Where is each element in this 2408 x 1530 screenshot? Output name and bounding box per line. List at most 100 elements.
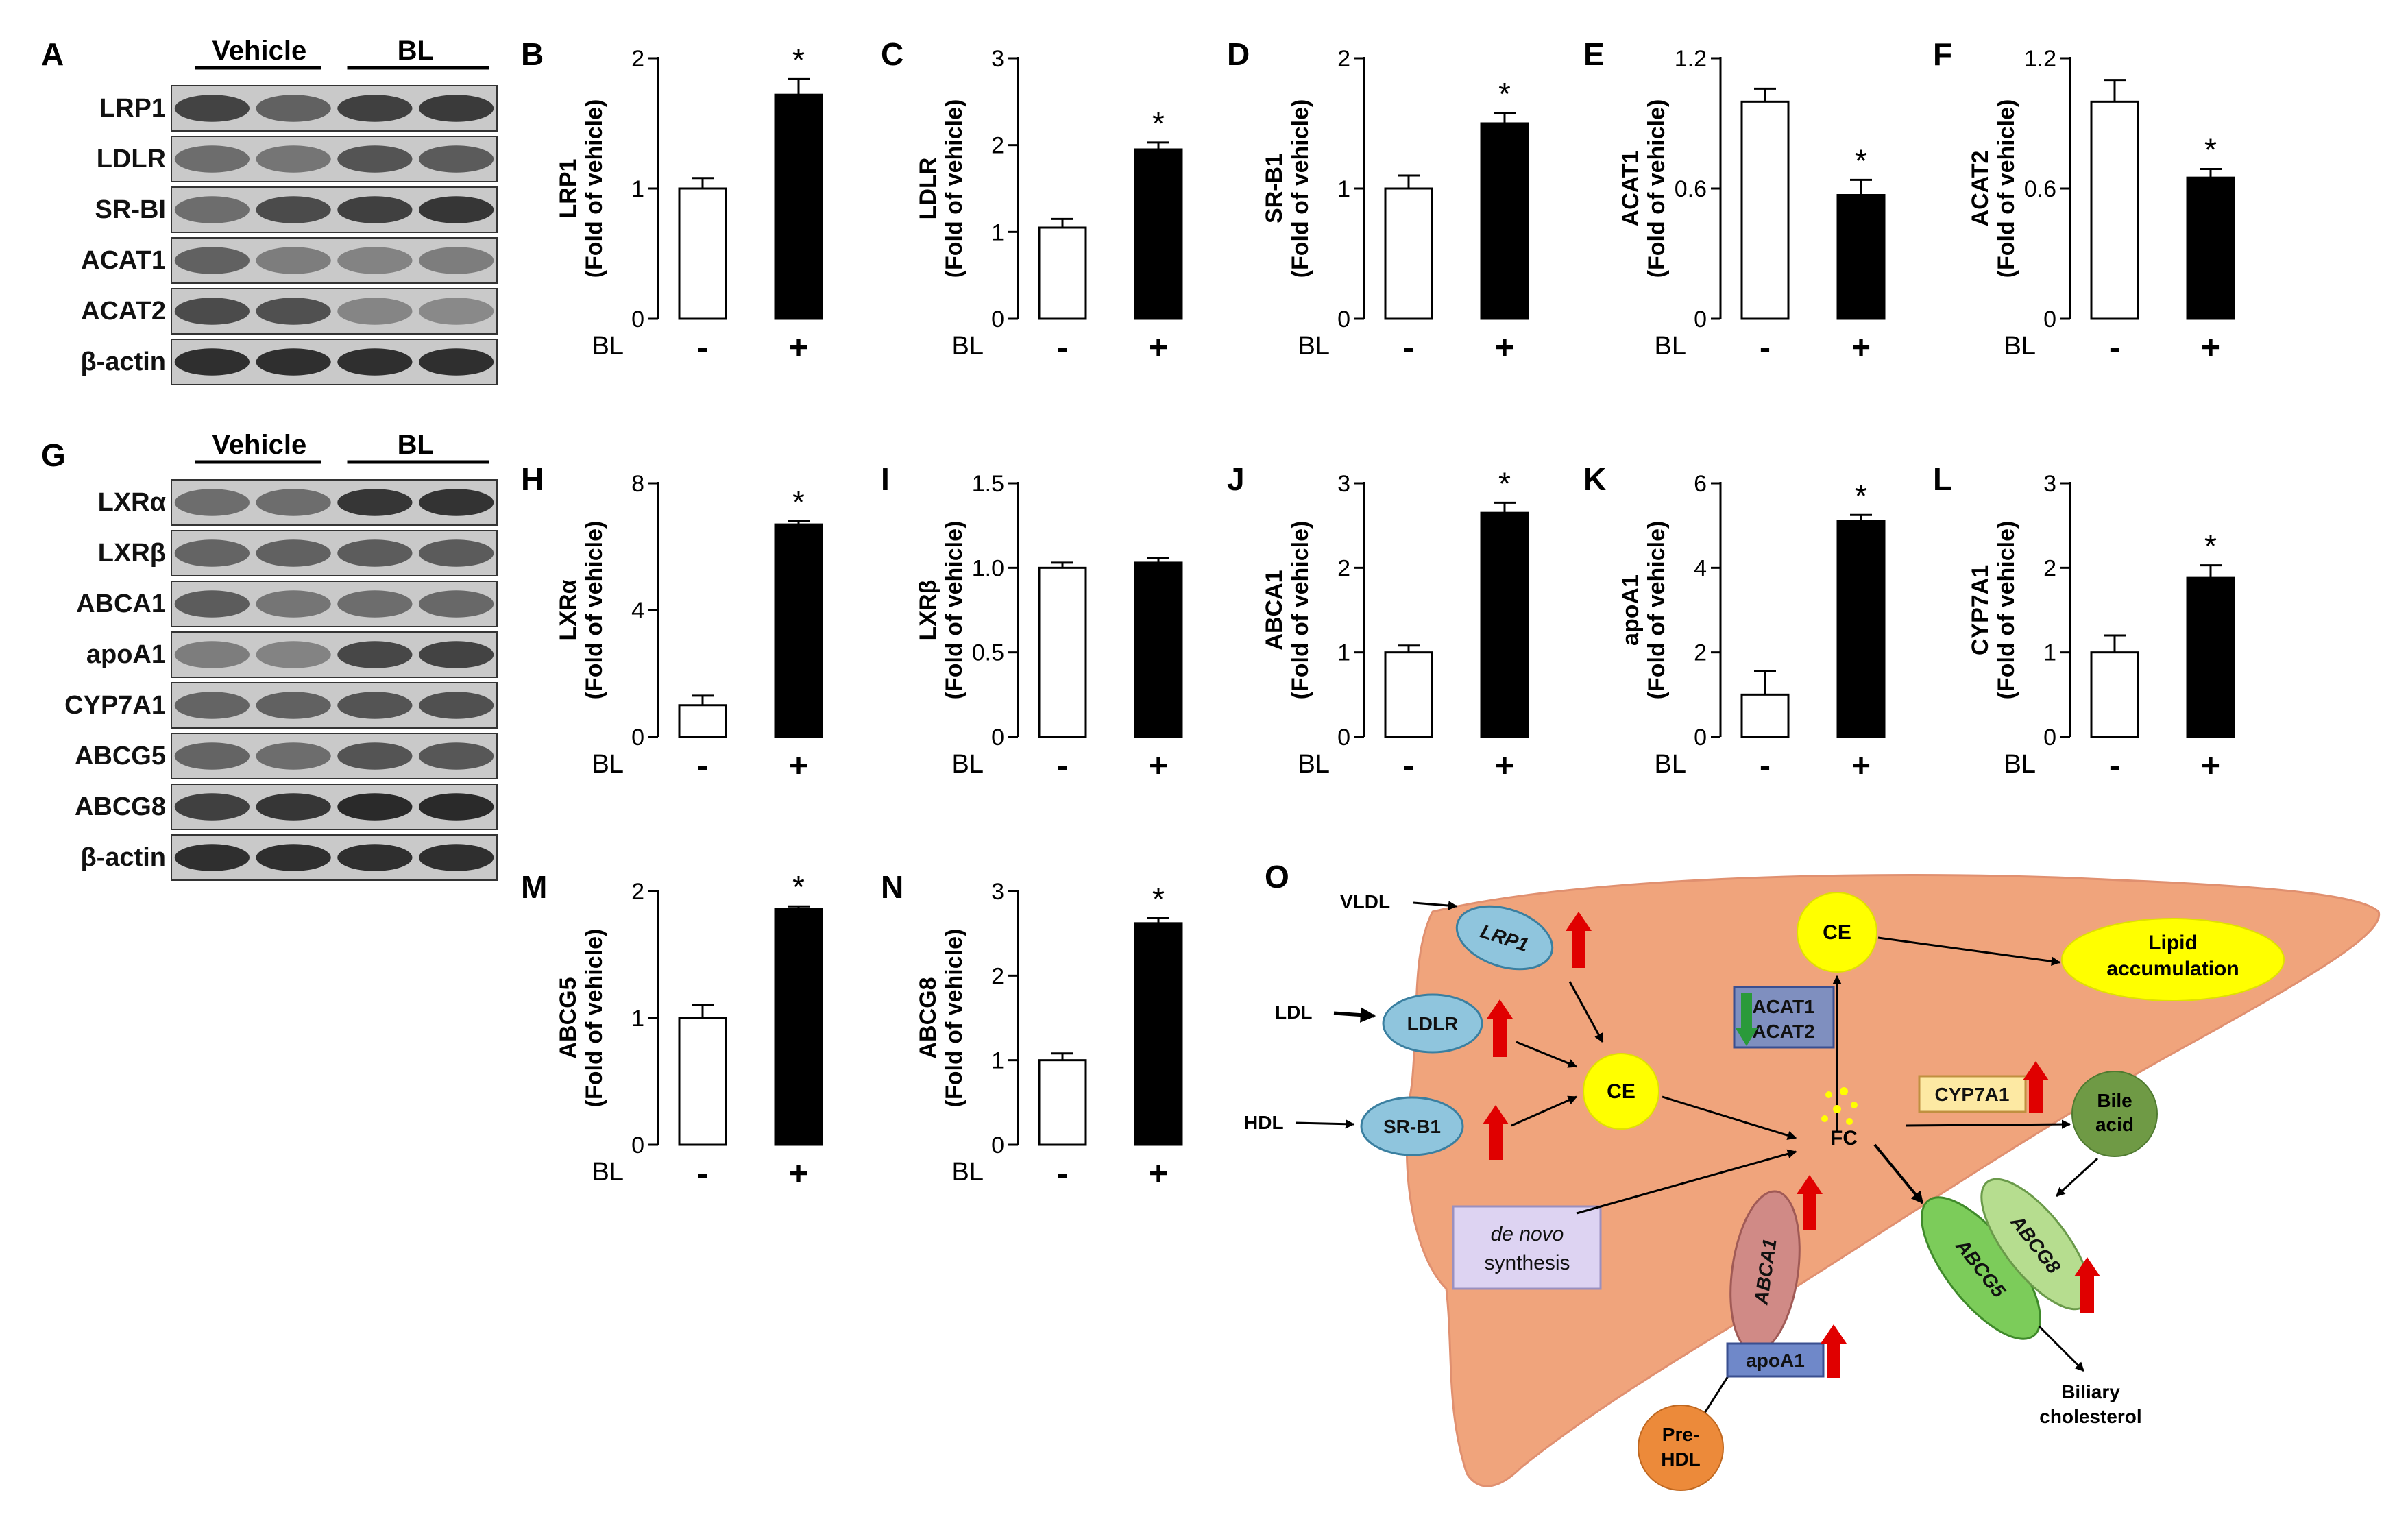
y-axis-label-units: (Fold of vehicle): [1993, 99, 2019, 278]
blot-band: [174, 844, 250, 871]
chart-panel-d: DSR-B1(Fold of vehicle)012-*+BL: [1227, 36, 1529, 366]
arrow-ldlr-ce: [1516, 1041, 1578, 1068]
panel-letter-n: N: [881, 869, 903, 905]
blot-row: LDLR: [97, 136, 498, 182]
y-tick-label: 0.5: [972, 640, 1004, 666]
y-tick-label: 1: [631, 1006, 644, 1032]
biliary-line2: cholesterol: [2039, 1406, 2141, 1427]
fc-droplets: [1821, 1087, 1858, 1125]
blot-row: ABCG5: [75, 733, 498, 779]
blot-row: CYP7A1: [64, 682, 498, 729]
y-axis-label-units: (Fold of vehicle): [1287, 99, 1313, 278]
blot-band: [174, 348, 250, 376]
y-axis-label: SR-B1: [1261, 154, 1287, 223]
y-axis-label-units: (Fold of vehicle): [581, 99, 607, 278]
y-axis-label-units: (Fold of vehicle): [1644, 521, 1670, 700]
significance-star: *: [2204, 529, 2217, 564]
y-axis-label: LXRα: [555, 579, 581, 640]
x-category-label: +: [1495, 330, 1514, 366]
blot-row: β-actin: [80, 834, 498, 881]
blot-band: [174, 742, 250, 770]
blot-band: [337, 641, 413, 668]
significance-star: *: [792, 869, 805, 905]
blot-row-label: ABCG8: [75, 792, 166, 821]
cyp7a1-box: [1918, 1075, 2027, 1113]
bar: [1836, 194, 1886, 320]
y-tick-label: 2: [991, 963, 1004, 989]
y-axis-label: apoA1: [1618, 574, 1644, 646]
x-category-label: +: [789, 748, 808, 784]
x-category-label: -: [697, 748, 708, 784]
blot-band: [337, 247, 413, 274]
blot-band: [419, 247, 494, 274]
blot-band: [337, 489, 413, 516]
arrow-lrp1-ce: [1568, 981, 1604, 1043]
y-axis-label: ACAT2: [1967, 151, 1993, 227]
blot-row-label: apoA1: [86, 640, 166, 669]
blot-band: [256, 298, 331, 325]
blot-band: [337, 196, 413, 223]
y-axis-label: LDLR: [915, 158, 941, 220]
acat1-label: ACAT1: [1752, 996, 1814, 1017]
significance-star: *: [1152, 106, 1165, 141]
blot-band: [337, 95, 413, 122]
y-axis-label: CYP7A1: [1967, 565, 1993, 655]
prehdl-node: [1638, 1405, 1724, 1491]
blot-band: [256, 348, 331, 376]
up-arrow-cyp7a1: [2023, 1061, 2049, 1113]
panel-letter-l: L: [1933, 461, 1952, 497]
y-tick-label: 2: [991, 133, 1004, 159]
x-category-label: +: [1495, 748, 1514, 784]
lipid-accumulation-line1: Lipid: [2148, 932, 2198, 954]
blot-band: [419, 348, 494, 376]
up-arrow-abca1: [1797, 1175, 1823, 1230]
ldlr-receptor-label: LDLR: [1407, 1013, 1459, 1034]
y-tick-label: 1: [2043, 640, 2056, 666]
y-tick-label: 0: [991, 306, 1004, 332]
panel-letter-g: G: [41, 437, 66, 473]
bile-acid-line2: acid: [2095, 1114, 2134, 1135]
blot-band: [256, 692, 331, 719]
group-label-bl: BL: [398, 36, 434, 66]
blot-row-label: LDLR: [97, 145, 166, 173]
y-axis-label: LXRβ: [915, 580, 941, 641]
significance-star: *: [1855, 478, 1867, 513]
apoa1-box: [1726, 1342, 1825, 1378]
blot-band: [256, 539, 331, 567]
prehdl-line1: Pre-: [1662, 1424, 1699, 1445]
y-tick-label: 3: [991, 46, 1004, 72]
panel-letter-k: K: [1583, 461, 1606, 497]
x-category-label: -: [1403, 748, 1414, 784]
significance-star: *: [792, 42, 805, 77]
blot-row: LXRα: [98, 479, 498, 526]
y-tick-label: 3: [991, 879, 1004, 905]
blot-row: ACAT1: [81, 237, 498, 284]
apoa1-label: apoA1: [1746, 1350, 1805, 1371]
significance-star: *: [1498, 76, 1511, 112]
bar: [2090, 651, 2139, 738]
bar: [1134, 561, 1183, 738]
fc-label: FC: [1830, 1127, 1858, 1150]
blot-band: [337, 742, 413, 770]
y-tick-label: 0: [631, 725, 644, 751]
bar: [1480, 122, 1529, 320]
blot-band: [419, 641, 494, 668]
blot-band: [256, 196, 331, 223]
bar: [1038, 566, 1087, 738]
y-axis-label-units: (Fold of vehicle): [581, 929, 607, 1108]
panel-letter-b: B: [521, 36, 544, 72]
bar: [2090, 100, 2139, 320]
x-axis-label-bl: BL: [952, 332, 984, 361]
y-tick-label: 1.2: [2024, 46, 2056, 72]
x-category-label: -: [1057, 748, 1068, 784]
prehdl-line2: HDL: [1661, 1448, 1701, 1470]
blot-band: [174, 247, 250, 274]
ce-top-node: [1797, 892, 1877, 973]
blot-band: [174, 489, 250, 516]
